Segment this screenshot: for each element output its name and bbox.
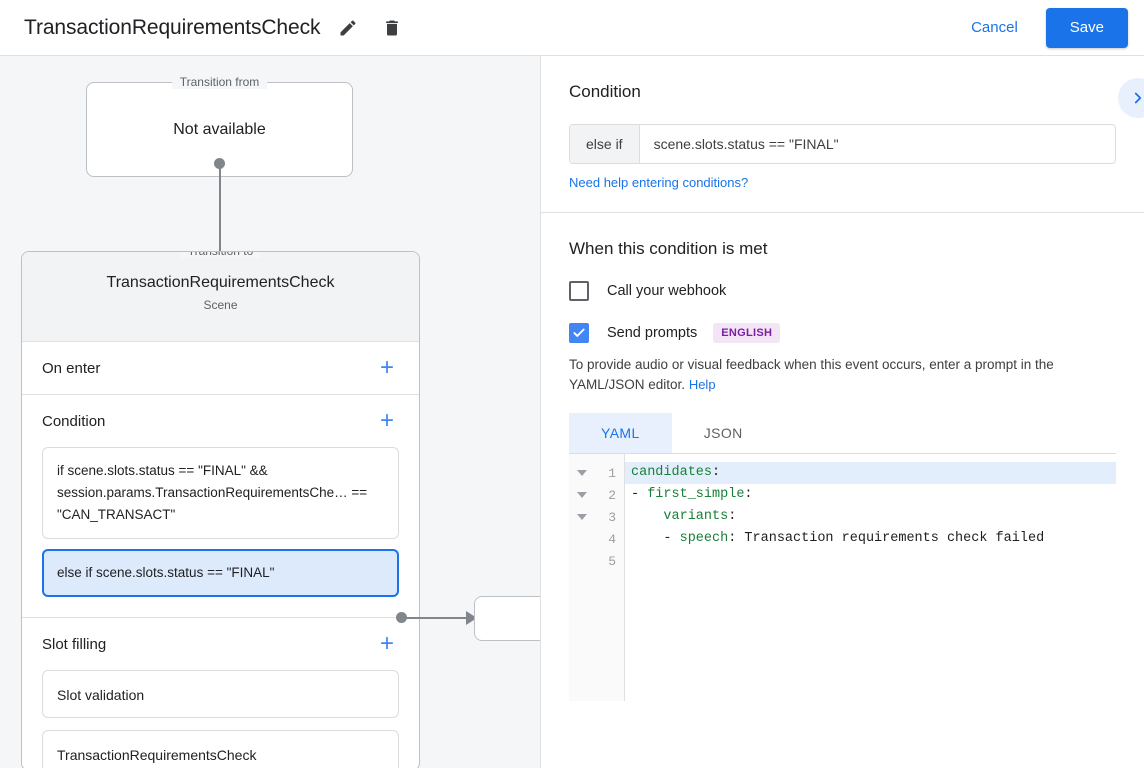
condition-help-link[interactable]: Need help entering conditions? [569,175,749,190]
connector-line-vertical [219,161,221,261]
page-title: TransactionRequirementsCheck [24,15,321,39]
code-line[interactable]: candidates: [625,462,1116,484]
section-header-on-enter: On enter + [42,342,399,394]
section-header-slot-filling: Slot filling + [42,618,399,670]
editor-code-area[interactable]: candidates: - first_simple: variants: - s… [625,454,1116,701]
condition-prefix: else if [570,125,640,163]
section-slot-filling: Slot filling + Slot validation Transacti… [22,618,419,768]
condition-heading: Condition [569,82,641,101]
send-prompts-label: Send prompts [607,325,698,341]
transition-to-legend: Transition to [179,252,262,258]
add-slot-filling-icon[interactable]: + [379,630,394,657]
condition-item[interactable]: if scene.slots.status == "FINAL" && sess… [42,447,399,539]
section-title: On enter [42,359,101,377]
call-webhook-checkbox[interactable] [569,281,589,301]
condition-input-row[interactable]: else if [569,124,1116,164]
line-number: 3 [608,509,616,525]
condition-item-selected[interactable]: else if scene.slots.status == "FINAL" [42,549,399,597]
section-condition: Condition + if scene.slots.status == "FI… [22,395,419,618]
connector-arrow-right [466,611,477,625]
scene-name: TransactionRequirementsCheck [106,274,335,291]
yaml-key: candidates [631,465,713,480]
code-line[interactable]: variants: [663,509,737,524]
fold-triangle-icon[interactable] [577,470,587,476]
tab-json[interactable]: JSON [703,425,743,441]
section-header-condition: Condition + [42,395,399,447]
save-button[interactable]: Save [1045,7,1128,48]
transition-to-card[interactable]: Transition to TransactionRequirementsChe… [21,251,420,768]
trash-icon[interactable] [376,12,408,44]
slot-filling-item[interactable]: TransactionRequirementsCheck [42,730,399,768]
app-header: TransactionRequirementsCheck Cancel Save [0,0,1144,56]
scene-type: Scene [203,298,238,312]
tab-yaml[interactable]: YAML [569,413,672,453]
yaml-key: first_simple [647,487,745,502]
gutter-line: 1 [569,462,624,484]
fold-triangle-icon[interactable] [577,514,587,520]
add-condition-icon[interactable]: + [379,407,394,434]
flow-canvas[interactable]: Transition from Not available Transition… [0,56,540,768]
connector-dot-right [396,612,407,623]
transition-from-legend: Transition from [171,75,268,89]
details-panel: Condition else if Need help entering con… [540,56,1144,768]
send-prompts-row[interactable]: Send prompts ENGLISH [569,323,1116,343]
gutter-line: 2 [569,484,624,506]
cancel-button[interactable]: Cancel [955,11,1034,44]
send-prompts-checkbox[interactable] [569,323,589,343]
when-condition-met-section: When this condition is met Call your web… [541,213,1144,721]
hint-text: To provide audio or visual feedback when… [569,357,1054,392]
scene-header: TransactionRequirementsCheck Scene [22,252,419,342]
section-on-enter: On enter + [22,342,419,395]
line-number: 1 [608,465,616,481]
when-met-heading: When this condition is met [569,239,768,258]
line-number: 4 [608,531,616,547]
webhook-row[interactable]: Call your webhook [569,281,1116,301]
condition-section: Condition else if Need help entering con… [541,56,1144,213]
send-prompts-hint: To provide audio or visual feedback when… [569,355,1116,395]
gutter-line: 4 [569,528,624,550]
gutter-line: 5 [569,550,624,572]
condition-expression-input[interactable] [639,125,1115,163]
help-link[interactable]: Help [688,377,716,392]
section-title: Slot filling [42,635,107,653]
language-badge: ENGLISH [713,323,781,343]
code-editor[interactable]: 1 2 3 4 5 candidates: - first_simple: variant… [569,453,1116,701]
line-number: 5 [608,553,616,569]
yaml-key: speech [679,531,729,546]
code-line[interactable] [625,550,1116,572]
gutter-line: 3 [569,506,624,528]
add-on-enter-icon[interactable]: + [379,354,394,381]
transition-from-value: Not available [173,120,266,138]
fold-triangle-icon[interactable] [577,492,587,498]
section-title: Condition [42,412,106,430]
pencil-icon[interactable] [332,12,364,44]
line-number: 2 [608,487,616,503]
slot-filling-item[interactable]: Slot validation [42,670,399,718]
editor-format-tabs: YAML JSON [569,413,1116,453]
code-line[interactable]: - first_simple: [631,487,753,502]
call-webhook-label: Call your webhook [607,283,727,299]
chevron-right-icon[interactable] [1118,78,1144,118]
yaml-key: variants [663,509,729,524]
code-line[interactable]: - speech: Transaction requirements check… [631,531,1045,546]
connector-line-horizontal [405,617,473,619]
editor-gutter[interactable]: 1 2 3 4 5 [569,454,625,701]
target-node-card[interactable] [474,596,540,641]
